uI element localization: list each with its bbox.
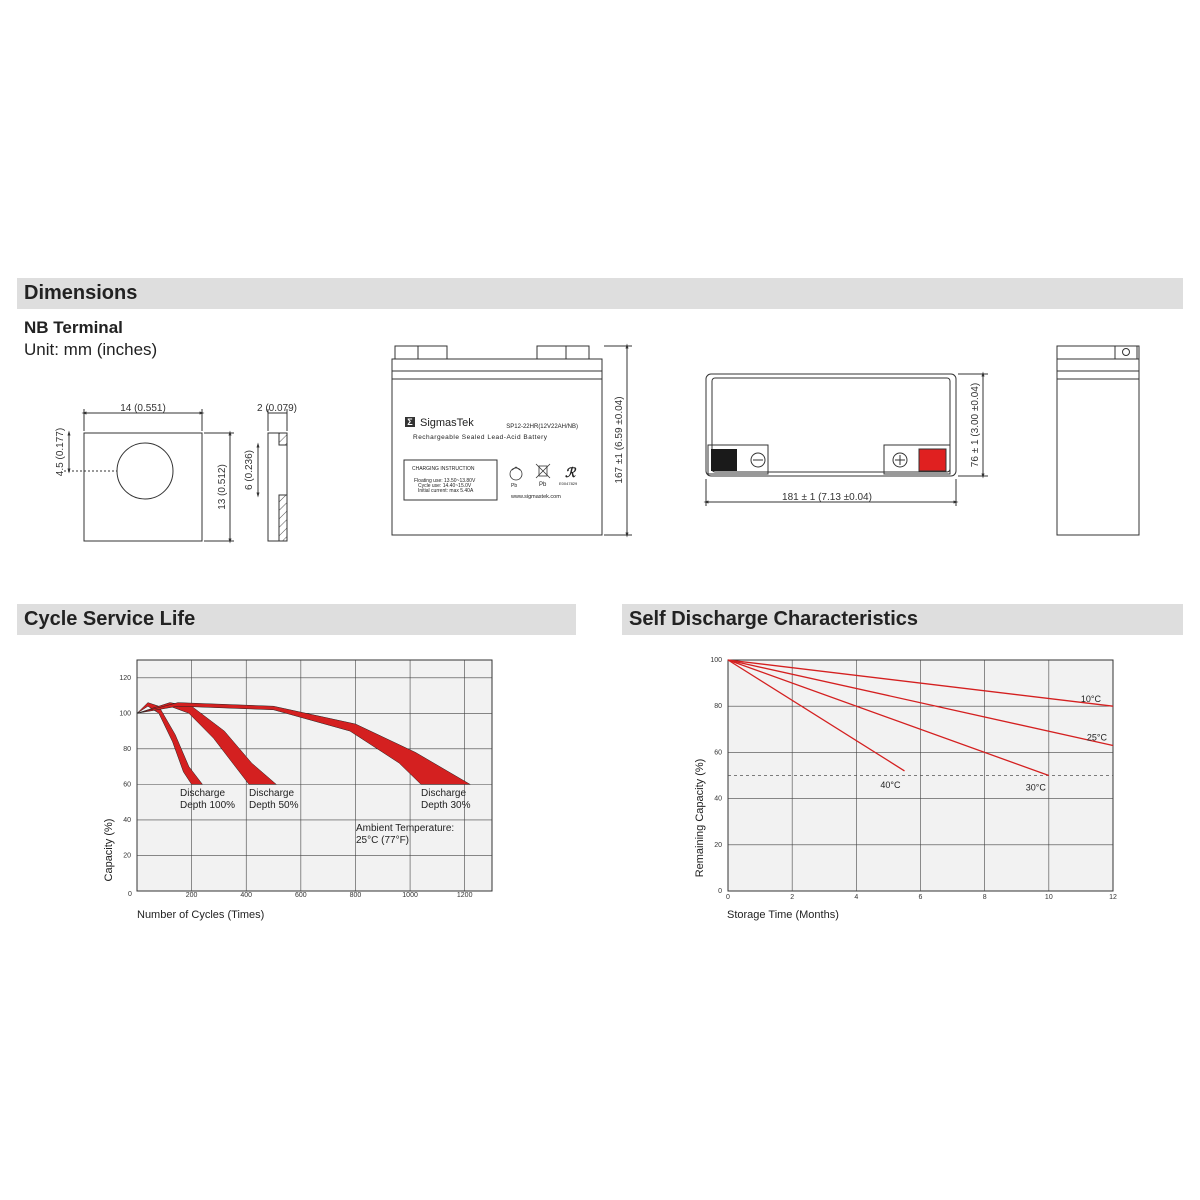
battery-side-view <box>1056 345 1140 536</box>
cycle-tick-labels: 200 400 600 800 1000 1200 20 40 60 80 100 120 <box>119 675 472 899</box>
terminal-height-label: 13 (0.512) <box>217 464 228 510</box>
pb-label-1: Pb <box>511 483 517 489</box>
battery-height-label: 167 ±1 (6.59 ±0.04) <box>614 396 625 483</box>
cycle-life-title: Cycle Service Life <box>24 608 196 630</box>
cycle-ytick-label: 100 <box>119 710 131 717</box>
battery-model: SP12-22HR(12V22AH/NB) <box>506 424 578 430</box>
cycle-area-series-0 <box>136 702 204 785</box>
cycle-xtick-label: 1000 <box>402 892 418 899</box>
sd-xtick-label: 12 <box>1109 894 1117 901</box>
self-discharge-ylabel: Remaining Capacity (%) <box>694 759 706 878</box>
sd-ytick-label: 20 <box>714 842 722 849</box>
sd-line-series-2 <box>727 659 1050 777</box>
sd-xtick-label: 4 <box>854 894 858 901</box>
self-discharge-lines <box>727 659 1114 777</box>
unit-label: Unit: mm (inches) <box>24 340 158 359</box>
crossed-bin-icon <box>535 463 551 479</box>
sd-series-label: 30°C <box>1026 783 1047 793</box>
recycle-icon <box>509 466 523 481</box>
self-discharge-title: Self Discharge Characteristics <box>629 608 919 630</box>
self-discharge-xlabel: Storage Time (Months) <box>727 909 839 921</box>
sd-series-label: 40°C <box>880 780 901 790</box>
terminal-hole-offset-label: 4.5 (0.177) <box>55 428 66 476</box>
cycle-areas <box>136 702 472 785</box>
sd-ytick-label: 40 <box>714 796 722 803</box>
series-label-30-line1: Discharge <box>421 788 466 799</box>
series-label-50-line1: Discharge <box>249 788 294 799</box>
battery-brand: SigmasTek <box>420 417 474 429</box>
dimensions-title: Dimensions <box>24 282 138 304</box>
sd-line-series-1 <box>727 659 1114 747</box>
ul-mark-icon: ℛ <box>565 465 577 480</box>
positive-terminal <box>918 448 947 472</box>
cycle-xlabel: Number of Cycles (Times) <box>137 909 264 921</box>
cycle-xtick-label: 600 <box>295 892 307 899</box>
negative-terminal <box>711 449 737 471</box>
battery-width-label: 181 ± 1 (7.13 ±0.04) <box>782 492 872 503</box>
terminal-plate <box>83 432 203 542</box>
battery-top-view <box>703 371 988 506</box>
cycle-xtick-label: 1200 <box>457 892 473 899</box>
sigma-logo-icon <box>405 417 415 427</box>
cycle-xtick-label: 400 <box>240 892 252 899</box>
dimensions-header: Dimensions <box>17 278 1183 309</box>
ambient-annotation-line1: Ambient Temperature: <box>356 823 454 834</box>
cycle-ytick-label: 40 <box>123 817 131 824</box>
terminal-width-label: 14 (0.551) <box>120 403 166 414</box>
charging-line-2: Cycle use: 14.40~15.0V <box>418 483 472 489</box>
sd-line-series-3 <box>727 659 905 772</box>
cycle-ytick-label: 20 <box>123 852 131 859</box>
sd-ytick-label: 0 <box>718 888 722 895</box>
battery-front-view <box>391 343 632 538</box>
charging-title: CHARGING INSTRUCTION <box>412 466 475 472</box>
terminal-front-view <box>64 409 234 544</box>
cycle-xtick-label: 800 <box>350 892 362 899</box>
cert-code: E0047829 <box>559 481 578 486</box>
sd-series-label: 10°C <box>1081 694 1102 704</box>
charging-line-3: Initial current: max 5.40A <box>418 488 474 494</box>
pb-label-2: Pb <box>539 482 547 488</box>
cycle-area-series-2 <box>136 702 472 785</box>
sd-ytick-label: 60 <box>714 749 722 756</box>
sd-xtick-label: 10 <box>1045 894 1053 901</box>
cycle-xtick-label: 200 <box>186 892 198 899</box>
terminal-title: NB Terminal <box>24 318 123 337</box>
sd-series-label: 25°C <box>1087 732 1108 742</box>
series-label-30-line2: Depth 30% <box>421 800 471 811</box>
terminal-thickness-label: 2 (0.079) <box>257 403 297 414</box>
cycle-life-chart: 200 400 600 800 1000 1200 20 40 60 80 100 120 0 Num… <box>103 659 493 921</box>
series-label-50-line2: Depth 50% <box>249 800 299 811</box>
series-label-100-line1: Discharge <box>180 788 225 799</box>
self-discharge-chart: 0 2 4 6 8 10 12 0 20 40 60 80 100 10°C 25°C 30°C 40°C S… <box>694 657 1117 921</box>
sd-xtick-label: 6 <box>919 894 923 901</box>
sd-xtick-label: 8 <box>983 894 987 901</box>
terminal-inner-height-label: 6 (0.236) <box>244 450 255 490</box>
sd-xtick-label: 2 <box>790 894 794 901</box>
self-discharge-tick-labels: 0 2 4 6 8 10 12 0 20 40 60 80 100 <box>710 657 1117 901</box>
battery-website: www.sigmastek.com <box>510 494 561 500</box>
self-discharge-gridlines <box>728 660 1113 891</box>
battery-depth-label: 76 ± 1 (3.00 ±0.04) <box>970 383 981 467</box>
cycle-ylabel: Capacity (%) <box>103 819 115 882</box>
ambient-annotation-line2: 25°C (77°F) <box>356 835 409 846</box>
svg-text:Σ: Σ <box>407 417 413 427</box>
self-discharge-header: Self Discharge Characteristics <box>622 604 1183 635</box>
sd-xtick-label: 0 <box>726 894 730 901</box>
cycle-origin-label: 0 <box>128 891 132 898</box>
cycle-ytick-label: 120 <box>119 675 131 682</box>
sd-ytick-label: 80 <box>714 703 722 710</box>
series-label-100-line2: Depth 100% <box>180 800 235 811</box>
cycle-ytick-label: 80 <box>123 746 131 753</box>
terminal-hole <box>116 442 174 500</box>
battery-description: Rechargeable Sealed Lead-Acid Battery <box>413 434 548 441</box>
charging-line-1: Floating use: 13.50~13.80V <box>414 478 476 484</box>
cycle-ytick-label: 60 <box>123 781 131 788</box>
self-discharge-series-labels: 10°C 25°C 30°C 40°C <box>880 694 1107 792</box>
sd-line-series-0 <box>727 659 1114 707</box>
terminal-side-view <box>256 409 288 542</box>
sd-ytick-label: 100 <box>710 657 722 664</box>
cycle-life-header: Cycle Service Life <box>17 604 576 635</box>
